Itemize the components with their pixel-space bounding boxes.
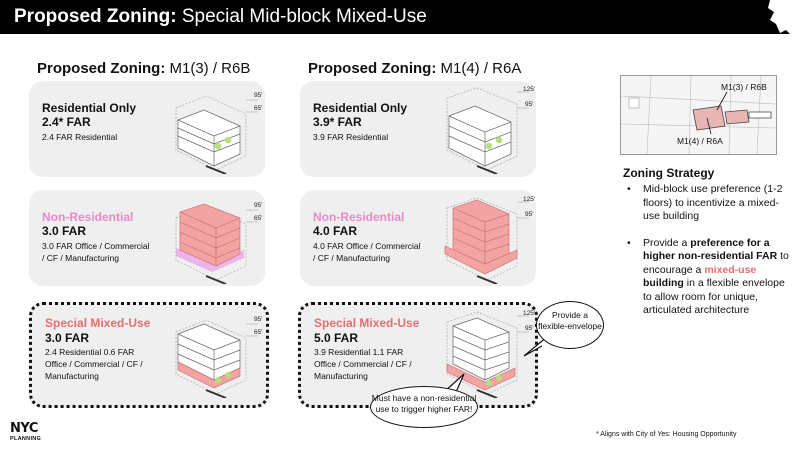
strategy-item-midblock: Mid-block use preference (1-2 floors) to… [623, 183, 793, 224]
strategy-title: Zoning Strategy [623, 166, 715, 180]
height-label-low: 65' [254, 105, 262, 112]
height-label-low: 65' [254, 329, 262, 336]
card-detail: 3.9 FAR Residential [313, 132, 389, 142]
height-label-high: 125' [523, 86, 535, 93]
card-title: Non-Residential [42, 210, 134, 224]
callout-must-have-nonresidential: Must have a non-residential use to trigg… [370, 386, 478, 428]
building-mixed-use-diagram-m14: 125' 95' [446, 310, 535, 398]
card-title: Special Mixed-Use [45, 316, 151, 330]
card-far: 3.9* FAR [313, 115, 362, 129]
strategy-item-preference: Provide a preference for a higher non-re… [623, 237, 793, 318]
height-label-low: 95' [525, 101, 533, 108]
page-header: Proposed Zoning: Special Mid-block Mixed… [0, 0, 800, 48]
card-detail: 2.4 Residential 0.6 FAR Office / Commerc… [45, 347, 143, 381]
map-label-m14: M1(4) / R6A [677, 136, 723, 146]
nyc-silhouette-icon [768, 0, 800, 48]
card-title: Non-Residential [313, 210, 405, 224]
building-nonresidential-diagram-m13: 95' 65' [175, 202, 262, 284]
height-label-high: 95' [254, 92, 262, 99]
building-residential-diagram-m14: 125' 95' [446, 86, 535, 174]
site-map-drawing: M1(3) / R6B M1(4) / R6A [620, 75, 777, 155]
column-title-m13: Proposed Zoning: M1(3) / R6B [37, 60, 251, 77]
page-title: Proposed Zoning: Special Mid-block Mixed… [14, 6, 427, 27]
bubble-flex-tail [523, 335, 549, 357]
logo-nyc-text: NYC [10, 421, 38, 436]
card-title: Special Mixed-Use [314, 316, 420, 330]
building-mixed-use-diagram-m13: 95' 65' [175, 316, 262, 398]
height-label-high: 125' [523, 196, 535, 203]
strategy-list: Mid-block use preference (1-2 floors) to… [623, 183, 793, 331]
card-title: Residential Only [42, 101, 137, 115]
height-label-high: 95' [254, 202, 262, 209]
card-far: 4.0 FAR [313, 224, 358, 238]
height-label-low: 65' [254, 215, 262, 222]
height-label-high: 95' [254, 316, 262, 323]
card-far: 2.4* FAR [42, 115, 91, 129]
building-nonresidential-diagram-m14: 125' 95' [444, 196, 535, 284]
height-label-high: 125' [523, 310, 535, 317]
card-detail: 4.0 FAR Office / Commercial / CF / Manuf… [313, 241, 421, 263]
card-far: 3.0 FAR [42, 224, 87, 238]
height-label-low: 95' [525, 211, 533, 218]
footnote: * Aligns with City of Yes: Housing Oppor… [596, 431, 737, 438]
map-label-m13: M1(3) / R6B [721, 82, 767, 92]
logo-planning-text: PLANNING [10, 436, 42, 442]
nyc-planning-logo: NYC PLANNING [10, 421, 46, 445]
card-far: 5.0 FAR [314, 331, 359, 345]
card-detail: 3.9 Residential 1.1 FAR Office / Commerc… [314, 347, 412, 381]
height-label-low: 95' [525, 325, 533, 332]
column-title-m14: Proposed Zoning: M1(4) / R6A [308, 60, 522, 77]
callout-flexible-envelope: Provide a flexible-envelope [536, 301, 604, 349]
inset-site-map: M1(3) / R6B M1(4) / R6A [620, 75, 777, 155]
card-title: Residential Only [313, 101, 408, 115]
card-detail: 2.4 FAR Residential [42, 132, 118, 142]
card-detail: 3.0 FAR Office / Commercial / CF / Manuf… [42, 241, 150, 263]
building-residential-diagram-m13: 95' 65' [175, 92, 262, 174]
card-far: 3.0 FAR [45, 331, 90, 345]
